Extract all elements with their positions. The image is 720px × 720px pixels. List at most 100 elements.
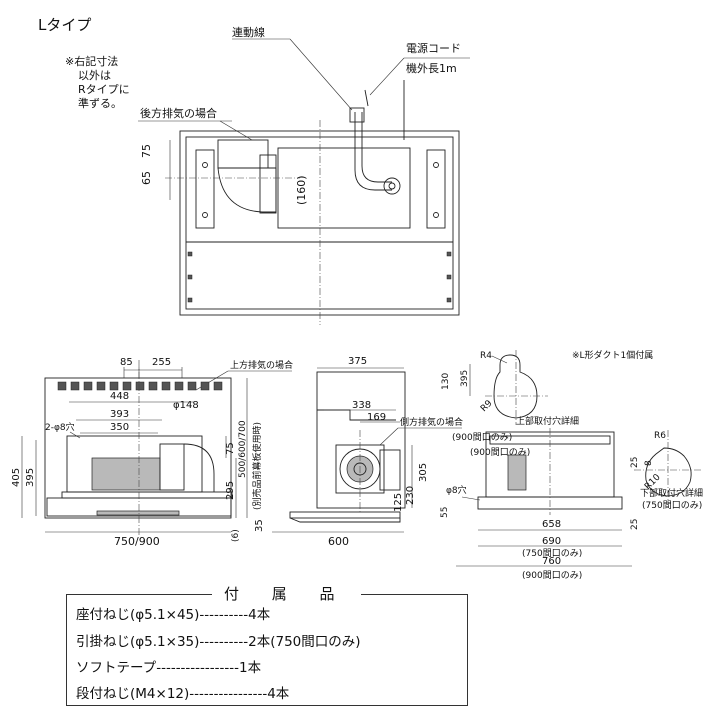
dim-25-upper: 25 xyxy=(630,457,640,468)
only-900-a: (900間口のみ) xyxy=(452,432,512,443)
connector xyxy=(383,177,401,195)
lower-holes-label: 下部取付穴詳細 xyxy=(640,487,703,499)
note-line-4: 準ずる。 xyxy=(78,96,122,110)
note-900: (900間口のみ) xyxy=(522,570,582,581)
dim-375: 375 xyxy=(348,356,367,367)
r9-label: R9 xyxy=(479,398,495,414)
dim-295: 295 xyxy=(225,481,236,500)
width-label: 750/900 xyxy=(114,535,160,548)
outlet-collar xyxy=(159,443,185,491)
dim-448: 448 xyxy=(110,391,129,402)
dim-395: 395 xyxy=(25,468,36,487)
hole xyxy=(433,162,439,168)
rear-duct-flange xyxy=(217,139,269,169)
depth-label: 600 xyxy=(328,535,349,548)
handle-slot xyxy=(96,510,180,516)
mount-bracket-left xyxy=(195,149,215,229)
dim-25-lower: 25 xyxy=(630,519,640,530)
dim-230: 230 xyxy=(405,486,416,505)
dim-405: 405 xyxy=(11,468,22,487)
note-line-1: ※右記寸法 xyxy=(65,54,118,68)
accessory-name: 座付ねじ(φ5.1×45) xyxy=(76,607,200,623)
top-exhaust-label: 上方排気の場合 xyxy=(230,359,293,371)
dim-169: 169 xyxy=(367,412,386,423)
power-cord-label: 電源コード xyxy=(406,41,461,55)
height-range: 500/600/700 xyxy=(238,420,248,478)
dim-338: 338 xyxy=(352,400,371,411)
accessory-dots: ---------- xyxy=(199,607,249,623)
accessory-qty: 1本 xyxy=(239,660,262,676)
r4-label: R4 xyxy=(480,351,492,361)
accessory-qty: 4本 xyxy=(248,607,271,623)
accessory-qty: 4本 xyxy=(267,686,290,702)
mount-bracket-right xyxy=(426,149,446,229)
dim-130: 130 xyxy=(441,373,451,390)
note-750: (750間口のみ) xyxy=(522,548,582,559)
accessory-row-1: 座付ねじ(φ5.1×45)----------4本 xyxy=(76,603,270,623)
phi148: φ148 xyxy=(173,400,199,411)
hole xyxy=(433,212,439,218)
accessory-dots: ---------- xyxy=(199,634,249,650)
dim-6: (6) xyxy=(231,529,241,542)
dim-690: 690 xyxy=(542,536,561,547)
lower-holes-note: (750間口のみ) xyxy=(642,500,702,511)
cord-length-label: 機外長1m xyxy=(406,61,457,75)
holes-2-phi8: 2-φ8穴 xyxy=(45,421,75,433)
dim-395-right: 395 xyxy=(460,370,470,387)
side-base xyxy=(289,511,401,519)
accessory-row-4: 段付ねじ(M4×12)----------------4本 xyxy=(76,682,289,702)
side-front-lip xyxy=(289,517,401,523)
dim-255: 255 xyxy=(152,357,171,368)
fan-motor xyxy=(91,457,161,491)
leader-line xyxy=(461,496,481,501)
leader-line xyxy=(491,355,508,364)
elbow-duct xyxy=(183,443,215,492)
dim-658: 658 xyxy=(542,519,561,530)
louver-slots xyxy=(57,381,223,391)
plug xyxy=(364,89,369,107)
note-line-2: 以外は xyxy=(78,69,111,82)
accessories-title: 付 属 品 xyxy=(212,583,361,604)
dim-55: 55 xyxy=(440,507,450,518)
lower-hole-detail xyxy=(645,447,692,497)
side-duct-collar xyxy=(379,449,401,491)
dim-350: 350 xyxy=(110,422,129,433)
accessory-row-3: ソフトテープ-----------------1本 xyxy=(76,656,261,676)
accessory-row-2: 引掛ねじ(φ5.1×35)----------2本(750間口のみ) xyxy=(76,630,361,650)
dim-8: 8 xyxy=(644,460,654,466)
hood-body-inner xyxy=(185,136,454,310)
hood-side-outline xyxy=(316,371,406,509)
accessory-name: 段付ねじ(M4×12) xyxy=(76,686,190,702)
hole xyxy=(202,212,208,218)
leader-line xyxy=(369,57,405,96)
r6-label: R6 xyxy=(654,431,666,441)
dim-760: 760 xyxy=(542,556,561,567)
dim-393: 393 xyxy=(110,409,129,420)
side-exhaust-label: 側方排気の場合 xyxy=(400,416,463,428)
dim-160: (160) xyxy=(295,175,308,205)
accessory-dots: ----------------- xyxy=(156,660,240,676)
hood-body-top xyxy=(179,130,460,316)
upper-holes-label: 上部取付穴詳細 xyxy=(516,415,579,427)
dim-75-top: 75 xyxy=(140,144,153,158)
dim-65-top: 65 xyxy=(140,171,153,185)
duct-collar xyxy=(259,154,277,214)
accessory-name: ソフトテープ xyxy=(76,660,157,676)
bottom-holes xyxy=(187,251,452,303)
hood-front-outline xyxy=(44,377,232,519)
upper-hole-detail xyxy=(493,354,538,419)
dim-75-front: 75 xyxy=(225,442,236,455)
motor-plate xyxy=(277,147,411,229)
power-cord-2 xyxy=(361,112,392,183)
accessories-box xyxy=(66,594,468,706)
dim-35: 35 xyxy=(254,519,265,532)
leader-line xyxy=(69,431,81,439)
linkage-wire-label: 連動線 xyxy=(232,25,265,39)
accessory-dots: ---------------- xyxy=(189,686,268,702)
dim-85: 85 xyxy=(120,357,133,368)
accessory-qty: 2本(750間口のみ) xyxy=(248,634,361,650)
phi8-hole: φ8穴 xyxy=(446,484,467,496)
note-line-3: Rタイプに xyxy=(78,83,130,96)
dim-305: 305 xyxy=(418,463,429,482)
